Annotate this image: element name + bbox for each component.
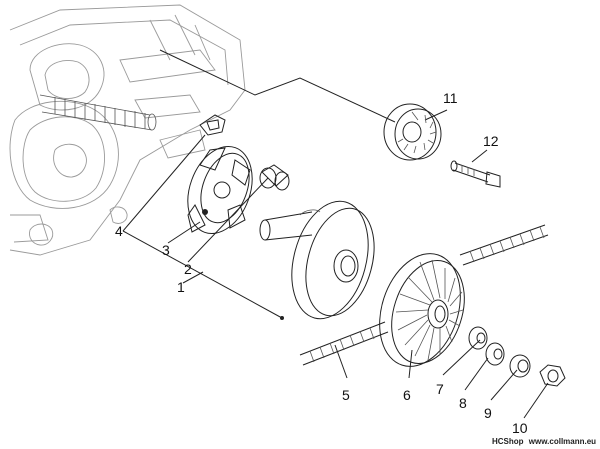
part-drive-belt <box>299 224 549 366</box>
part-ramp-plate <box>187 145 253 235</box>
part-bolt <box>450 160 501 188</box>
part-bushing <box>259 164 290 191</box>
part-fan-pulley <box>379 253 465 367</box>
part-washer-7 <box>468 326 488 350</box>
part-nut <box>539 364 566 387</box>
part-washer-8 <box>485 342 505 366</box>
watermark: HCShop www.collmann.eu <box>492 437 596 446</box>
part-bearing-roller <box>383 103 442 161</box>
part-label-12: 12 <box>483 133 499 149</box>
part-label-9: 9 <box>484 405 492 421</box>
leader-lines <box>122 49 549 419</box>
part-label-5: 5 <box>342 387 350 403</box>
part-label-2: 2 <box>184 261 192 277</box>
watermark-url: www.collmann.eu <box>528 437 596 446</box>
part-slider <box>199 114 226 136</box>
part-washer-9 <box>509 354 531 378</box>
crankshaft <box>39 94 157 131</box>
watermark-brand: HCShop <box>492 437 524 446</box>
part-label-3: 3 <box>162 242 170 258</box>
part-label-8: 8 <box>459 395 467 411</box>
part-labels: 1 2 3 4 5 6 7 8 9 10 11 12 <box>115 90 528 436</box>
part-label-4: 4 <box>115 223 123 239</box>
part-label-6: 6 <box>403 387 411 403</box>
part-label-11: 11 <box>443 90 458 106</box>
part-label-1: 1 <box>177 279 185 295</box>
part-drive-pulley-half <box>259 200 375 320</box>
part-label-7: 7 <box>436 381 444 397</box>
engine-case <box>9 4 246 256</box>
part-label-10: 10 <box>512 420 528 436</box>
